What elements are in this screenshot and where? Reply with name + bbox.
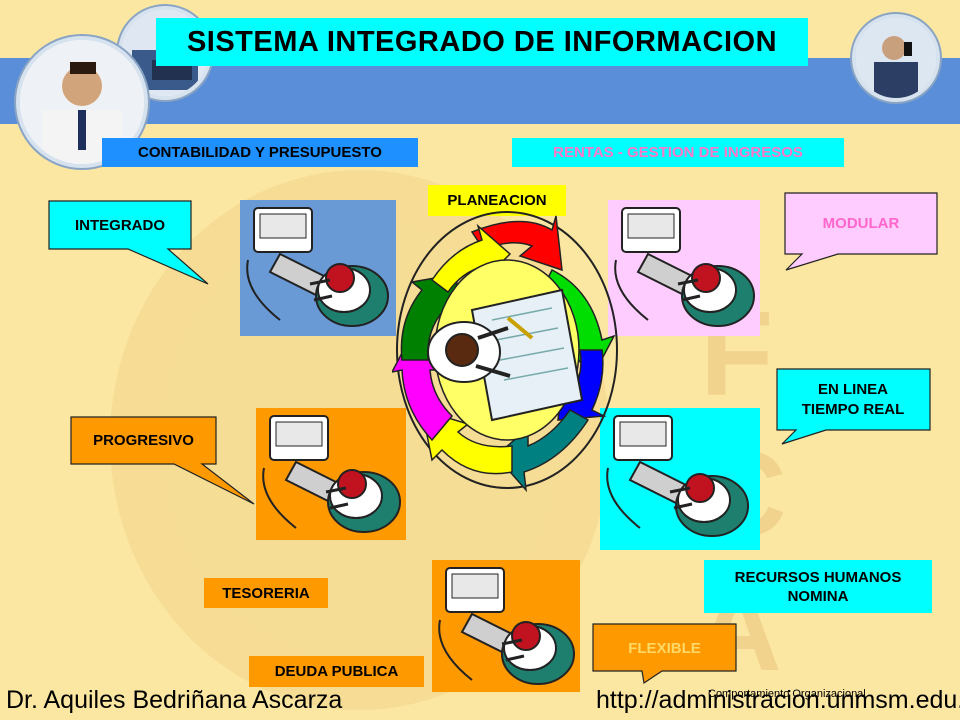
callout-en-linea-line2: TIEMPO REAL [801,401,905,418]
callout-integrado-text: INTEGRADO [75,217,165,234]
callout-flexible-label: FLEXIBLE [628,640,701,657]
callout-modular-label: MODULAR [822,215,900,232]
label-deuda-publica: DEUDA PUBLICA [249,656,424,687]
label-tesoreria: TESORERIA [204,578,328,608]
computer-operator-icon [262,415,401,533]
label-recursos-humanos-line2: NOMINA [787,587,849,605]
callout-flexible [592,623,737,685]
computer-operator-icon [614,207,755,327]
page-title: SISTEMA INTEGRADO DE INFORMACION [156,18,808,66]
workstation-tesoreria [256,408,406,540]
label-rentas: RENTAS - GESTION DE INGRESOS [512,138,844,167]
planner-at-desk-icon [427,288,584,422]
callout-integrado [48,200,209,285]
workstation-recursos-humanos [600,408,760,550]
cycle-arrow-yellow-top [430,223,512,294]
workstation-deuda-publica [432,560,580,692]
footer-url[interactable]: http://administracion.unmsm.edu.pe [596,686,960,714]
callout-en-linea [776,368,931,445]
computer-operator-icon [246,207,389,327]
callout-progresivo-text: PROGRESIVO [93,432,194,449]
label-recursos-humanos: RECURSOS HUMANOS NOMINA [704,560,932,613]
footer-course: Comportamiento Organizacional [708,688,866,700]
cycle-arrow-teal [494,409,590,493]
callout-modular-text: MODULAR [786,214,936,234]
callout-en-linea-text: EN LINEA TIEMPO REAL [777,380,929,420]
computer-operator-icon [438,567,575,685]
callout-en-linea-line1: EN LINEA [817,381,888,398]
workstation-rentas [608,200,760,336]
footer-author: Dr. Aquiles Bedriñana Ascarza [6,686,343,714]
label-planeacion: PLANEACION [428,185,566,216]
callout-modular [784,192,938,271]
workstation-contabilidad [240,200,396,336]
cycle-ring-outline [396,211,618,489]
computer-operator-icon [606,415,749,537]
label-contabilidad: CONTABILIDAD Y PRESUPUESTO [102,138,418,167]
cycle-diagram [392,211,618,493]
photo-man-phone [852,14,940,102]
callout-flexible-text: FLEXIBLE [593,639,736,659]
label-recursos-humanos-line1: RECURSOS HUMANOS [734,568,902,586]
callout-progresivo [70,416,255,505]
